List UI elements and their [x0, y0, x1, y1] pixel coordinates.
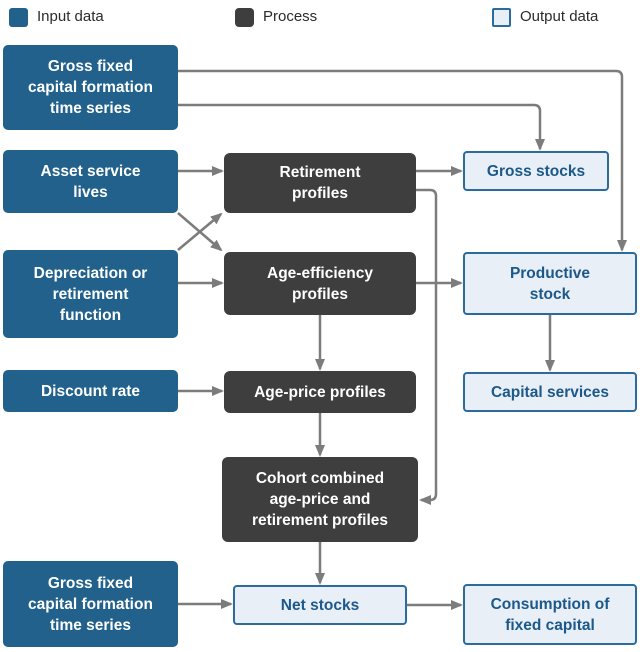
node-label: Net stocks: [280, 596, 360, 614]
node-gross-stocks: Gross stocks: [463, 151, 609, 191]
node-age-efficiency-profiles: Age-efficiency profiles: [224, 252, 416, 315]
node-retirement-profiles: Retirement profiles: [224, 153, 416, 213]
node-label: Gross fixed capital formation time serie…: [28, 58, 153, 117]
node-label: Gross fixed capital formation time serie…: [28, 574, 153, 634]
node-label: Consumption of fixed capital: [490, 595, 610, 634]
node-gfcf-time-series-bottom: Gross fixed capital formation time serie…: [3, 561, 178, 647]
legend-label-input-data: Input data: [37, 8, 104, 25]
legend-item-process: Process: [235, 6, 317, 28]
node-label: Productive stock: [509, 264, 591, 303]
node-label: Depreciation or retirement function: [33, 264, 148, 324]
output-data-swatch-icon: [492, 7, 511, 27]
node-gfcf-time-series-top: Gross fixed capital formation time serie…: [3, 45, 178, 130]
node-label: Capital services: [490, 383, 610, 401]
node-cohort-combined-profiles: Cohort combined age-price and retirement…: [222, 457, 418, 542]
node-capital-services: Capital services: [463, 372, 637, 412]
node-discount-rate: Discount rate: [3, 370, 178, 412]
legend-item-output-data: Output data: [492, 6, 598, 28]
node-label: Asset service lives: [40, 162, 141, 201]
legend-label-process: Process: [263, 8, 318, 25]
node-label: Gross stocks: [486, 162, 586, 180]
node-consumption-of-fixed-capital: Consumption of fixed capital: [463, 584, 637, 645]
arrow-retirement-to-cohort: [416, 188, 438, 505]
node-asset-service-lives: Asset service lives: [3, 150, 178, 213]
process-swatch-icon: [235, 7, 254, 27]
legend-label-output-data: Output data: [520, 8, 599, 25]
node-age-price-profiles: Age-price profiles: [224, 371, 416, 413]
node-label: Discount rate: [40, 382, 141, 400]
node-depreciation-retirement-function: Depreciation or retirement function: [3, 250, 178, 338]
input-data-swatch-icon: [9, 7, 28, 27]
arrow-gfcf-top-to-gross-stocks: [178, 103, 545, 151]
arrow-asset-lives-to-age-efficiency: [177, 212, 223, 252]
node-net-stocks: Net stocks: [233, 585, 407, 625]
node-label: Retirement profiles: [279, 164, 361, 202]
node-label: Age-price profiles: [254, 383, 386, 401]
node-productive-stock: Productive stock: [463, 252, 637, 315]
arrow-depreciation-to-retirement-profiles: [177, 212, 223, 251]
node-label: Age-efficiency profiles: [267, 264, 373, 303]
node-label: Cohort combined age-price and retirement…: [251, 470, 389, 529]
legend-item-input-data: Input data: [9, 6, 104, 28]
